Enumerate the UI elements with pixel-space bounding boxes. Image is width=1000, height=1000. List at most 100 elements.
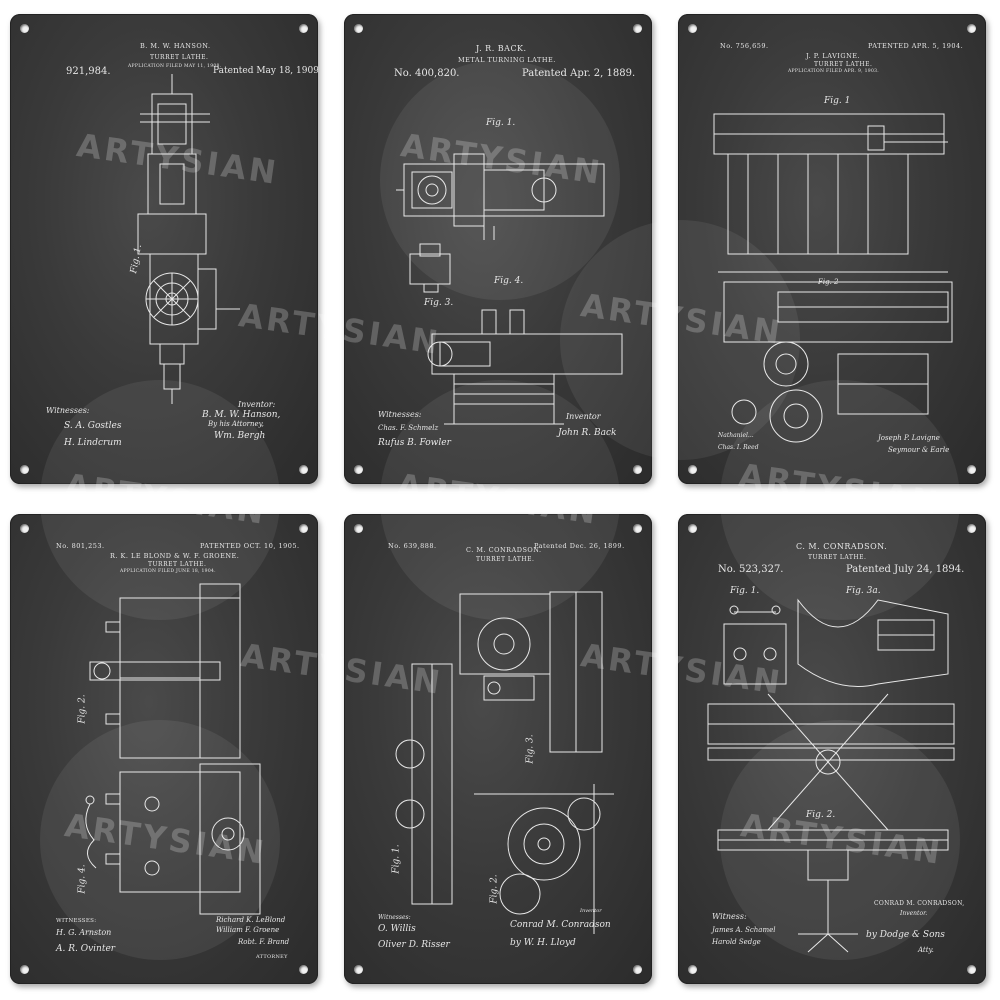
mounting-hole — [20, 524, 29, 533]
attorney-line: By his Attorney, — [208, 420, 264, 428]
mounting-hole — [354, 524, 363, 533]
witness-signature: Chas. I. Reed — [718, 444, 759, 451]
patent-subtitle: TURRET LATHE. — [476, 556, 535, 563]
mounting-hole — [20, 24, 29, 33]
witness-signature: H. Lindcrum — [64, 438, 122, 448]
patent-subtitle: TURRET LATHE. — [808, 554, 867, 561]
mounting-hole — [967, 965, 976, 974]
mounting-hole — [633, 465, 642, 474]
attorney-signature: Robt. F. Brand — [238, 938, 290, 946]
application-line: APPLICATION FILED APR. 9, 1903. — [788, 69, 879, 74]
witnesses-label: Witnesses: — [46, 406, 90, 415]
application-line: APPLICATION FILED MAY 11, 1908. — [128, 64, 222, 69]
witness-signature: S. A. Gostles — [64, 421, 122, 431]
lathe-drawing — [713, 113, 953, 443]
figure-label: Fig. 3a. — [846, 586, 881, 596]
inventor-label: Inventor. — [900, 910, 928, 917]
witnesses-label: WITNESSES: — [56, 918, 97, 924]
patent-subtitle: TURRET LATHE. — [148, 561, 207, 568]
mounting-hole — [299, 24, 308, 33]
patent-sign-conradson-1894[interactable]: C. M. CONRADSON. TURRET LATHE. No. 523,3… — [678, 514, 986, 984]
patent-subtitle: METAL TURNING LATHE. — [458, 56, 556, 64]
patent-sign-hanson[interactable]: B. M. W. HANSON. TURRET LATHE. APPLICATI… — [10, 14, 318, 484]
attorney-label: Atty. — [918, 946, 934, 954]
patent-number: No. 756,659. — [720, 42, 769, 50]
inventor-signature: Conrad M. Conradson — [510, 920, 611, 930]
mounting-hole — [299, 965, 308, 974]
patent-date: Patented Apr. 2, 1889. — [522, 68, 636, 79]
witness-signature: Harold Sedge — [712, 938, 761, 946]
inventor-header: B. M. W. HANSON. — [140, 42, 211, 50]
mounting-hole — [354, 465, 363, 474]
mounting-hole — [688, 465, 697, 474]
mounting-hole — [688, 524, 697, 533]
witness-signature: Oliver D. Risser — [378, 940, 450, 950]
witnesses-label: Witness: — [712, 912, 747, 921]
attorney-signature: Wm. Bergh — [214, 431, 266, 441]
witness-signature: Nathaniel... — [718, 432, 754, 439]
inventor-header: J. P. LAVIGNE. — [806, 52, 861, 60]
witness-signature: O. Willis — [378, 924, 416, 934]
patent-number: No. 400,820. — [394, 68, 460, 79]
mounting-hole — [20, 965, 29, 974]
figure-label: Fig. 2. — [806, 810, 836, 820]
witness-signature: James A. Schamel — [712, 926, 776, 934]
mounting-hole — [20, 465, 29, 474]
patent-sign-leblond-groene[interactable]: No. 801,253. PATENTED OCT. 10, 1905. R. … — [10, 514, 318, 984]
patent-number: No. 523,327. — [718, 564, 784, 575]
witness-signature: Rufus B. Fowler — [378, 438, 451, 448]
attorney-signature: by W. H. Lloyd — [510, 938, 576, 948]
patent-number: No. 639,888. — [388, 542, 437, 550]
mounting-hole — [967, 524, 976, 533]
mounting-hole — [299, 465, 308, 474]
inventor-name-print: CONRAD M. CONRADSON, — [874, 900, 965, 907]
mounting-hole — [967, 465, 976, 474]
attorney-signature: Seymour & Earle — [888, 446, 950, 454]
mounting-hole — [633, 965, 642, 974]
patent-sign-conradson-1899[interactable]: No. 639,888. C. M. CONRADSON. Patented D… — [344, 514, 652, 984]
patent-number: 921,984. — [66, 66, 111, 77]
patent-date: Patented Dec. 26, 1899. — [534, 542, 625, 550]
patent-sign-lavigne[interactable]: No. 756,659. PATENTED APR. 5, 1904. J. P… — [678, 14, 986, 484]
inventor-label: Inventor — [580, 908, 602, 914]
lathe-drawing — [85, 583, 261, 915]
patent-subtitle: TURRET LATHE. — [150, 54, 209, 61]
figure-label: Fig. 4. — [494, 276, 524, 286]
figure-label: Fig. 1. — [486, 118, 516, 128]
lathe-drawing — [137, 74, 240, 404]
application-line: APPLICATION FILED JUNE 18, 1904. — [120, 569, 216, 574]
patent-date: Patented May 18, 1909. — [213, 66, 318, 76]
figure-label: Fig. 1 — [824, 96, 851, 106]
witness-signature: H. G. Arnston — [56, 928, 112, 937]
inventor-signature: John R. Back — [558, 428, 617, 438]
mounting-hole — [688, 24, 697, 33]
inventor-signature: Richard K. LeBlond — [216, 916, 286, 924]
mounting-hole — [354, 24, 363, 33]
figure-label: Fig. 1. — [730, 586, 760, 596]
figure-label: Fig. 3. — [424, 298, 454, 308]
inventor-header: J. R. BACK. — [476, 44, 527, 53]
witness-signature: Chas. F. Schmelz — [378, 424, 439, 432]
patent-date: PATENTED OCT. 10, 1905. — [200, 542, 300, 550]
attorney-label: ATTORNEY — [256, 954, 288, 960]
inventor-header: C. M. CONRADSON. — [796, 542, 888, 551]
patent-subtitle: TURRET LATHE. — [814, 61, 873, 68]
mounting-hole — [633, 524, 642, 533]
lathe-drawing — [395, 591, 614, 934]
inventor-header: R. K. LE BLOND & W. F. GROENE. — [110, 552, 240, 560]
witnesses-label: Witnesses: — [378, 914, 411, 921]
mounting-hole — [299, 524, 308, 533]
patent-number: No. 801,253. — [56, 542, 105, 550]
mounting-hole — [967, 24, 976, 33]
inventor-label: Inventor — [566, 412, 601, 421]
witness-signature: A. R. Ovinter — [56, 944, 116, 954]
mounting-hole — [354, 965, 363, 974]
lathe-drawing — [396, 153, 623, 425]
witnesses-label: Witnesses: — [378, 410, 422, 419]
mounting-hole — [633, 24, 642, 33]
inventor-signature: B. M. W. Hanson, — [202, 410, 281, 420]
patent-date: Patented July 24, 1894. — [846, 564, 965, 575]
inventor-header: C. M. CONRADSON. — [466, 546, 542, 554]
inventor-signature: Joseph P. Lavigne — [878, 434, 940, 442]
patent-sign-back[interactable]: J. R. BACK. METAL TURNING LATHE. No. 400… — [344, 14, 652, 484]
